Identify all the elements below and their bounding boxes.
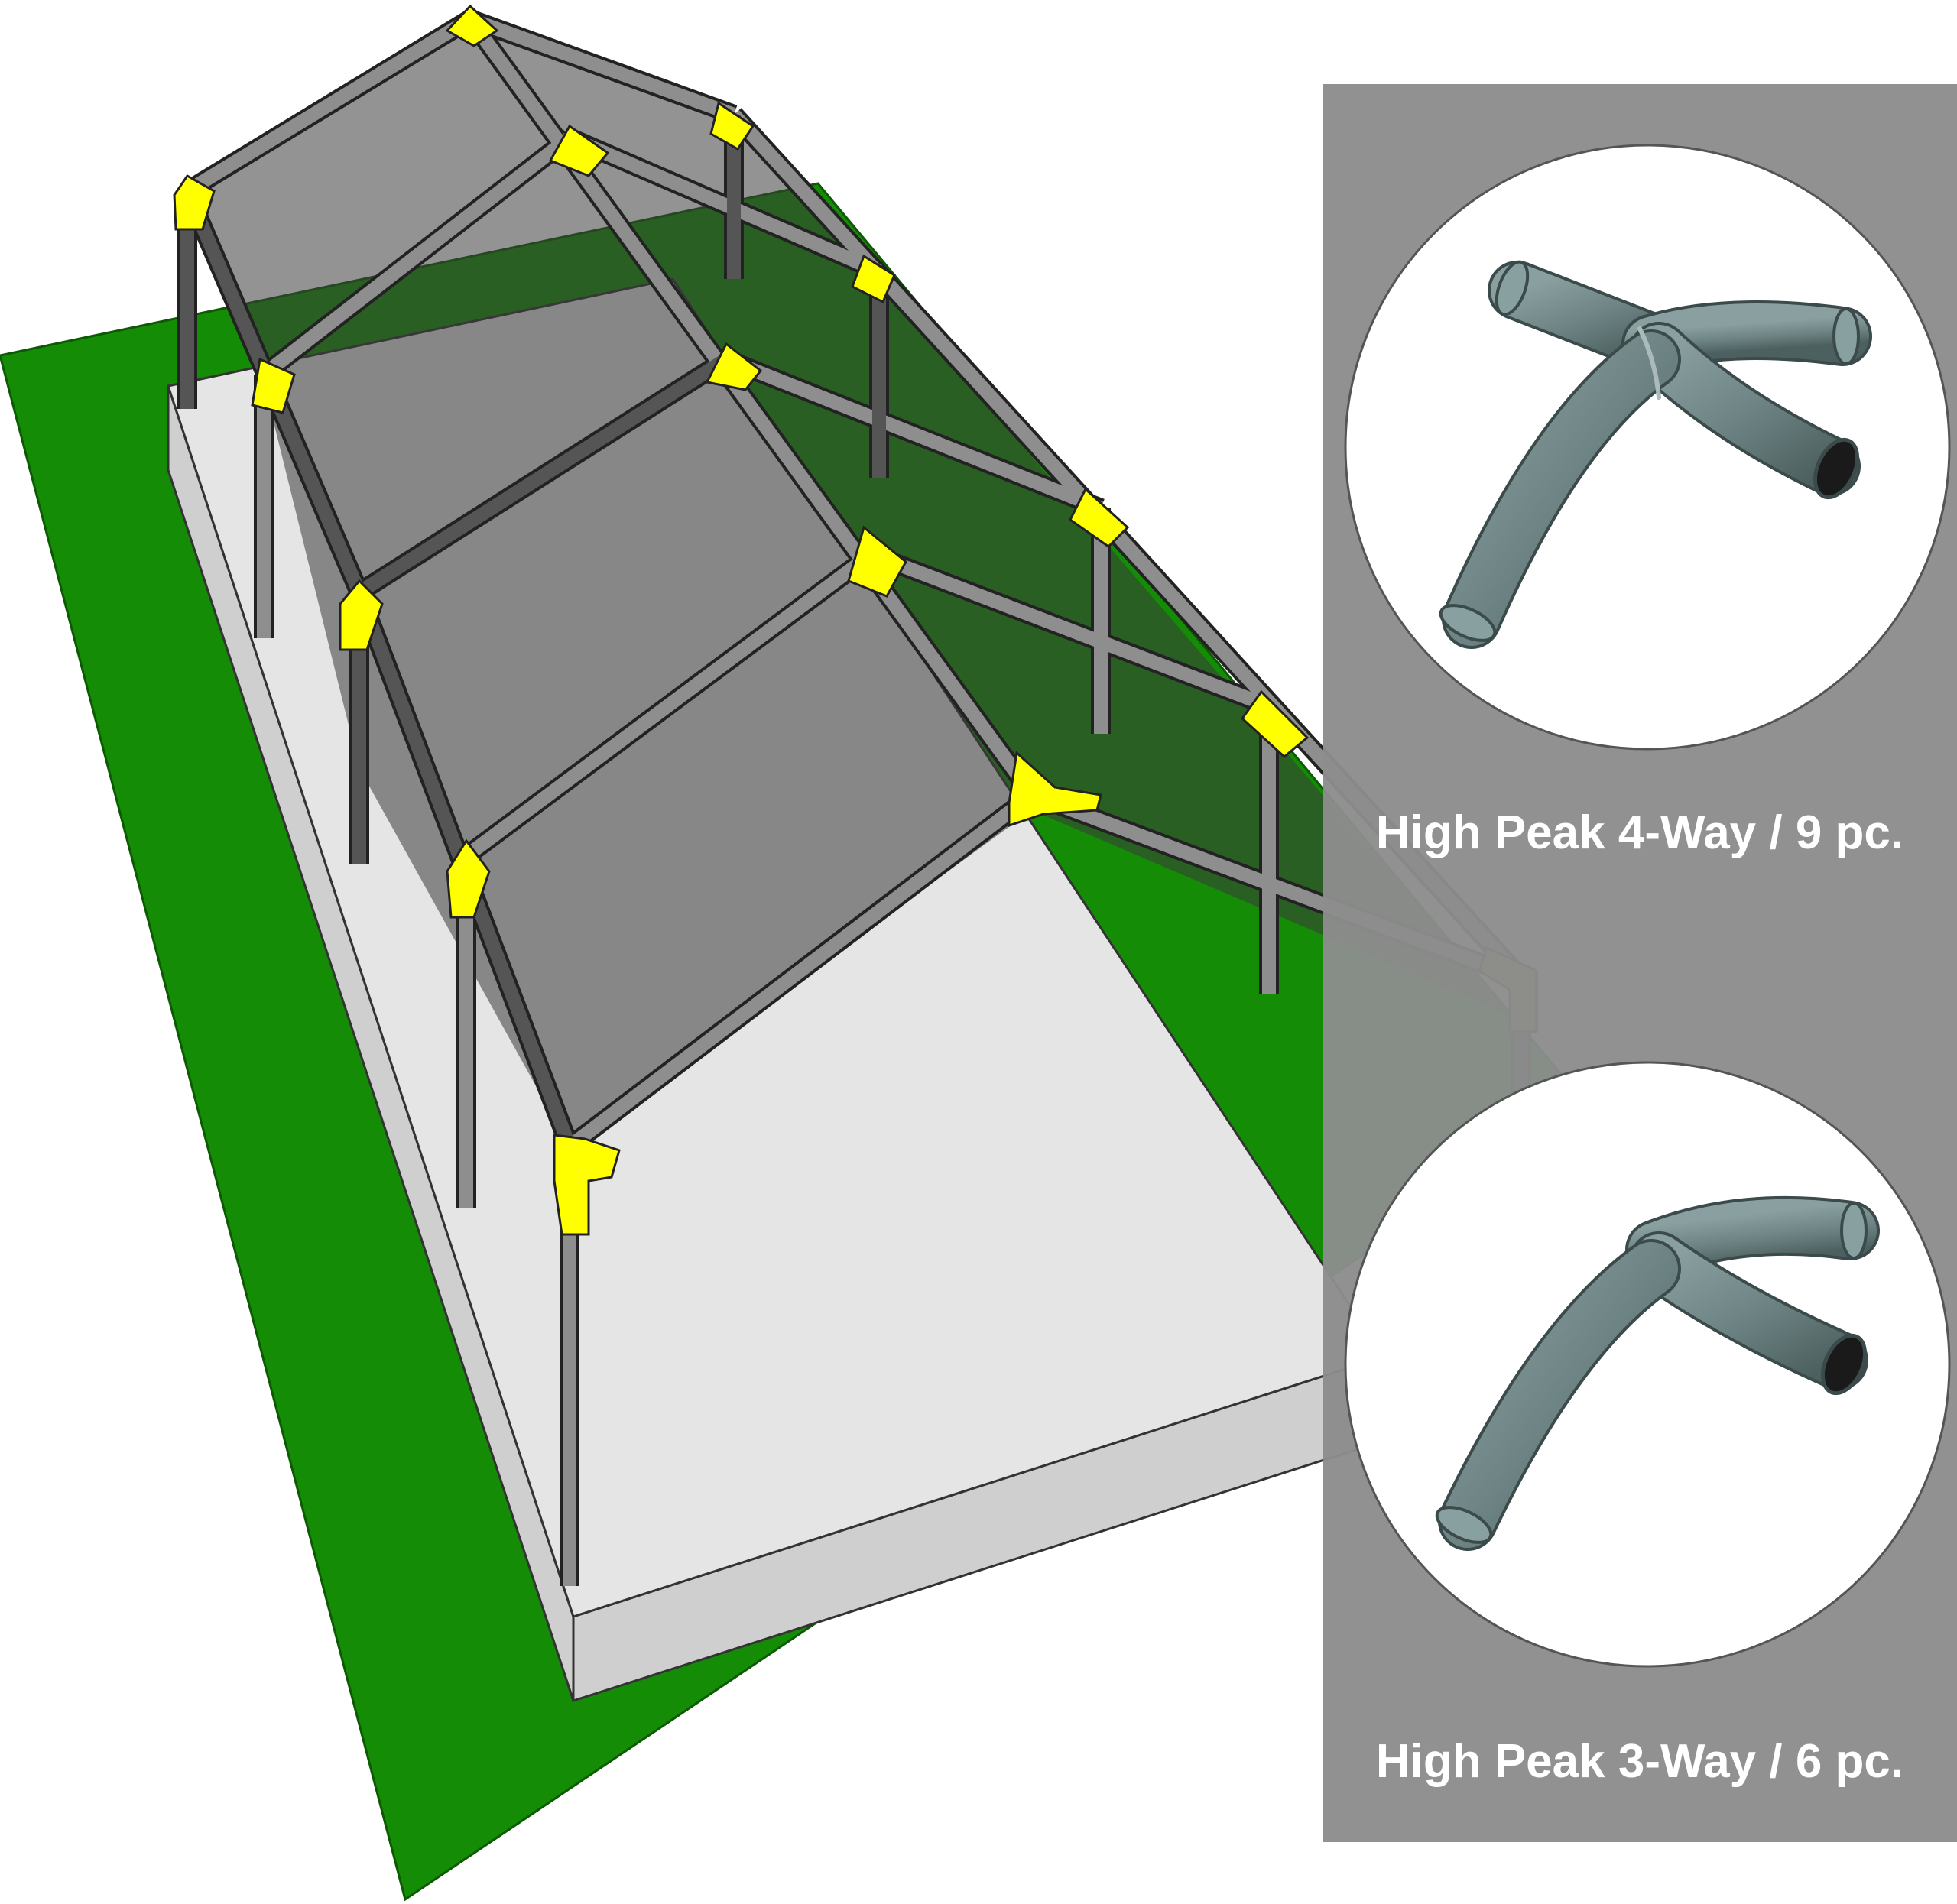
four-way-label: High Peak 4-Way / 9 pc. <box>1376 806 1903 859</box>
three-way-label: High Peak 3-Way / 6 pc. <box>1376 1735 1903 1788</box>
four-way-fitting-card <box>1344 144 1951 751</box>
three-way-fitting-icon <box>1435 1195 1880 1551</box>
four-way-fitting-icon <box>1439 260 1872 649</box>
frame-fittings <box>173 4 1310 1236</box>
three-way-fitting-card <box>1344 1061 1951 1668</box>
